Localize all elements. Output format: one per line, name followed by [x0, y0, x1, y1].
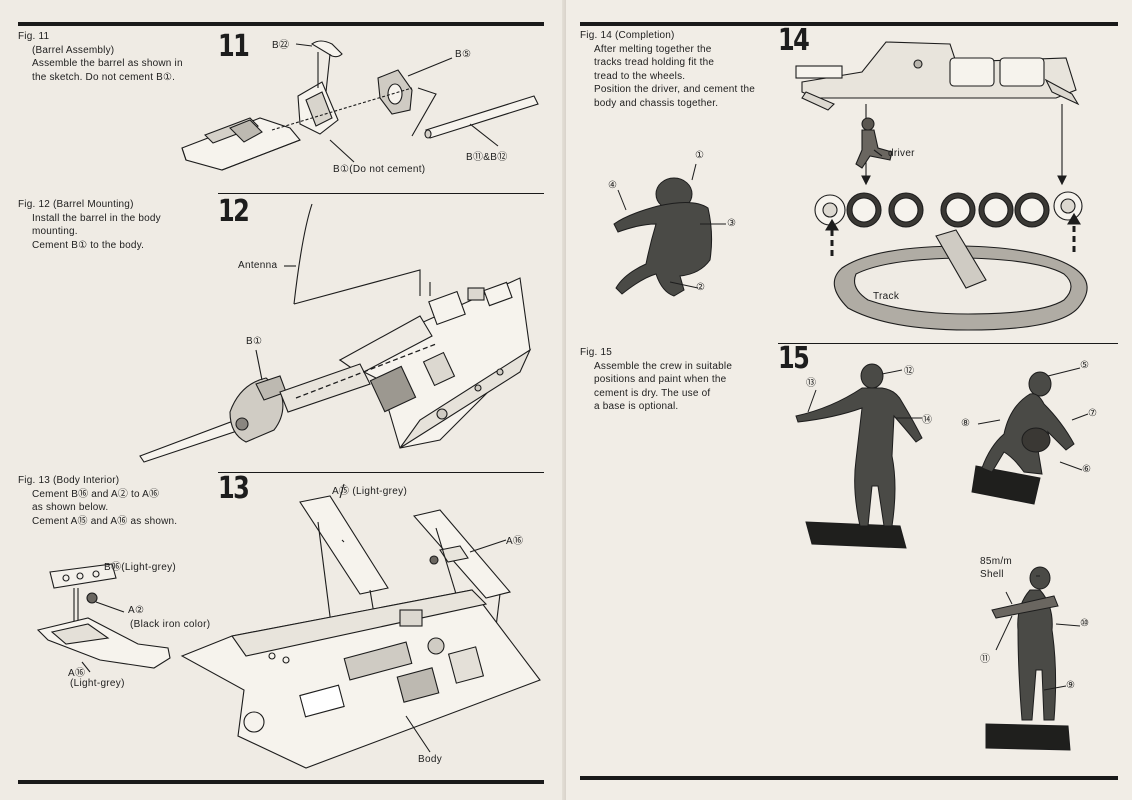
divider [778, 343, 1118, 344]
fig12-diagram [139, 203, 532, 463]
label-part-3: ③ [727, 218, 737, 229]
fig14-line: Position the driver, and cement the [594, 84, 755, 95]
label-shell: Shell [980, 569, 1004, 580]
fig14-line: tracks tread holding fit the [594, 57, 715, 68]
fig14-caption: Fig. 14 (Completion) [580, 30, 675, 41]
fig11-caption: Fig. 11 [18, 31, 50, 42]
divider [218, 193, 544, 194]
label-b11-b12: B⑪&B⑫ [466, 152, 508, 163]
fig15-line: positions and paint when the [594, 374, 727, 385]
label-part-7: ⑦ [1088, 408, 1098, 419]
fig11-line: (Barrel Assembly) [32, 44, 115, 56]
top-rule [18, 22, 544, 26]
fig14-line: After melting together the [594, 43, 712, 55]
divider [218, 472, 544, 473]
fig13-caption: Fig. 13 (Body Interior) [18, 475, 120, 486]
bottom-rule [580, 776, 1118, 780]
fig14-text: Fig. 14 (Completion) After melting toget… [580, 29, 755, 110]
label-part-9: ⑨ [1066, 680, 1076, 691]
label-b1-no-cement: B①(Do not cement) [333, 164, 426, 175]
label-part-12: ⑫ [904, 366, 915, 377]
label-b22: B㉒ [272, 40, 290, 51]
bottom-rule [18, 780, 544, 784]
fig11-diagram [181, 40, 539, 171]
label-part-11: ⑪ [980, 654, 991, 665]
label-a2: A② [128, 605, 145, 616]
label-antenna: Antenna [238, 260, 278, 271]
label-b1: B① [246, 336, 263, 347]
fig15-line: Assemble the crew in suitable [594, 360, 733, 372]
left-page: Fig. 11 (Barrel Assembly) Assemble the b… [18, 22, 544, 784]
fig15-text: Fig. 15 Assemble the crew in suitable po… [580, 346, 732, 414]
fig13-line: Cement A⑮ and A⑯ as shown. [32, 515, 178, 527]
label-part-13: ⑬ [806, 378, 817, 389]
label-track: Track [873, 291, 900, 302]
label-b5: B⑤ [455, 49, 472, 60]
label-part-2: ② [696, 282, 706, 293]
fig11-line: the sketch. Do not cement B①. [32, 71, 176, 83]
fig15-crew [795, 363, 1089, 751]
fig11-line: Assemble the barrel as shown in [32, 58, 183, 69]
fig15-number: 15 [778, 341, 810, 376]
fig12-caption: Fig. 12 (Barrel Mounting) [18, 199, 134, 210]
label-shell-size: 85m/m [980, 556, 1013, 567]
right-page: Fig. 14 (Completion) After melting toget… [566, 0, 1132, 800]
label-a16-left: A⑯ [68, 668, 86, 679]
fig12-line: mounting. [32, 226, 78, 237]
fig15-line: cement is dry. The use of [594, 387, 711, 399]
fig14-line: tread to the wheels. [594, 70, 686, 82]
label-a16-left-color: (Light-grey) [70, 678, 125, 689]
label-part-4: ④ [608, 180, 618, 191]
fig14-line: body and chassis together. [594, 97, 719, 109]
fig12-number: 12 [218, 194, 250, 229]
top-rule [580, 22, 1118, 26]
label-part-14: ⑭ [922, 415, 933, 426]
label-part-8: ⑧ [961, 418, 971, 429]
fig13-diagram [36, 483, 541, 769]
label-part-1: ① [695, 150, 705, 161]
label-b16: B⑯(Light-grey) [104, 562, 176, 573]
fig13-line: as shown below. [32, 502, 109, 513]
label-part-6: ⑥ [1082, 464, 1092, 475]
fig12-line: Cement B① to the body. [32, 239, 145, 251]
label-body: Body [418, 754, 442, 765]
label-a15: A⑮ (Light-grey) [332, 486, 408, 497]
label-a16-right: A⑯ [506, 536, 524, 547]
fig12-text: Fig. 12 (Barrel Mounting) Install the ba… [18, 198, 161, 252]
label-part-5: ⑤ [1080, 360, 1090, 371]
driver-figure [613, 163, 726, 297]
fig13-line: Cement B⑯ and A② to A⑯ [32, 488, 160, 500]
fig13-number: 13 [218, 471, 250, 506]
fig14-diagram [795, 41, 1088, 331]
fig11-text: Fig. 11 (Barrel Assembly) Assemble the b… [18, 30, 183, 84]
fig14-number: 14 [778, 23, 810, 58]
fig15-caption: Fig. 15 [580, 347, 612, 358]
fig11-number: 11 [218, 29, 250, 64]
fig12-line: Install the barrel in the body [32, 212, 161, 224]
fig13-text: Fig. 13 (Body Interior) Cement B⑯ and A②… [18, 474, 177, 528]
fig15-line: a base is optional. [594, 401, 679, 412]
label-part-10: ⑩ [1080, 618, 1090, 629]
label-driver: driver [888, 148, 915, 159]
label-a2-color: (Black iron color) [130, 619, 211, 630]
